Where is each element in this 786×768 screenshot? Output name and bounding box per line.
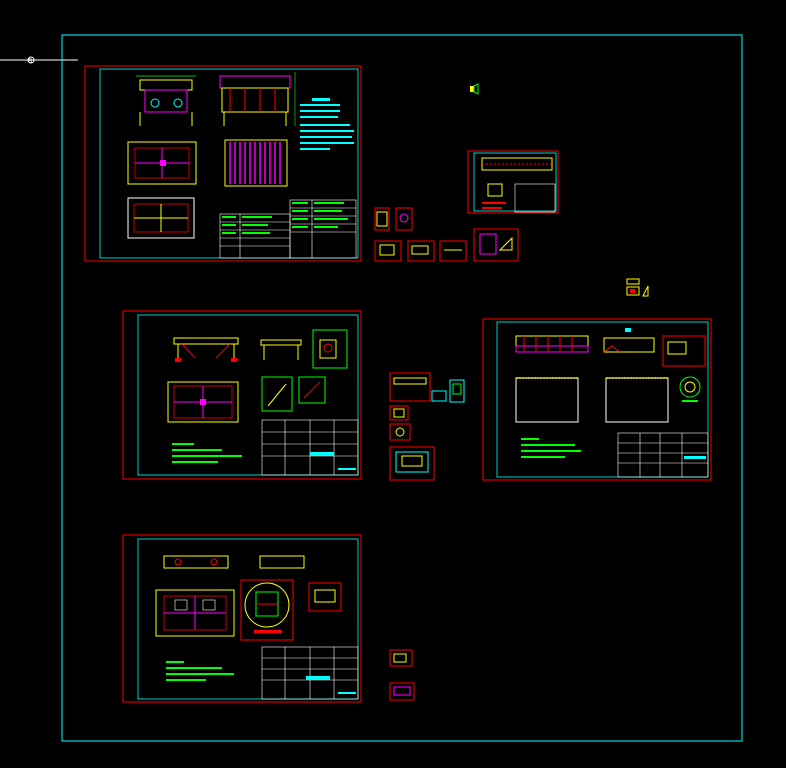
base-notes — [166, 661, 234, 681]
small-symbol-speaker — [470, 83, 479, 95]
parts-list-table — [219, 199, 357, 259]
main-assembly-sheet[interactable] — [84, 65, 362, 262]
rack-notes — [521, 438, 581, 458]
base-detail-box — [308, 582, 342, 612]
frame-title-block — [261, 419, 359, 476]
rack-detail-box — [662, 335, 706, 367]
rack-plan-left — [515, 377, 579, 423]
detail-thumbnails-top[interactable] — [374, 207, 519, 262]
base-title-block — [261, 646, 359, 700]
technical-notes — [300, 98, 354, 150]
axis-marker-label: 8 — [28, 57, 32, 65]
drawing-frame — [61, 34, 743, 742]
frame-detail-circle — [312, 329, 348, 369]
frame-side-view — [260, 339, 302, 360]
base-plan-view — [155, 589, 235, 637]
base-elevation-view — [163, 555, 305, 569]
frame-elevation-view — [173, 337, 239, 362]
small-symbols-right — [626, 278, 649, 297]
base-sheet-bottom[interactable] — [122, 534, 362, 703]
elevation-view-side — [219, 72, 296, 126]
base-view — [127, 197, 195, 239]
detail-thumbnails-bottom[interactable] — [389, 649, 415, 701]
filter-plates-view — [224, 139, 288, 187]
frame-section-details — [261, 376, 326, 412]
frame-notes — [172, 443, 242, 463]
rack-side-view — [603, 328, 655, 353]
detail-thumbnails-middle[interactable] — [389, 372, 465, 481]
rack-title-block — [617, 432, 709, 478]
frame-sheet-right[interactable] — [482, 318, 712, 481]
plate-detail-sheet[interactable] — [467, 150, 559, 214]
rack-round-detail — [679, 376, 701, 402]
rack-elevation-view — [515, 335, 589, 353]
elevation-view-front — [136, 75, 196, 126]
plan-view — [127, 141, 197, 185]
parts-list-text — [222, 202, 348, 234]
axis-marker: 8 — [0, 56, 78, 65]
base-section-circle — [240, 579, 294, 641]
frame-sheet-left[interactable] — [122, 310, 362, 480]
rack-plan-right — [605, 377, 669, 423]
frame-plan-view — [167, 381, 239, 423]
